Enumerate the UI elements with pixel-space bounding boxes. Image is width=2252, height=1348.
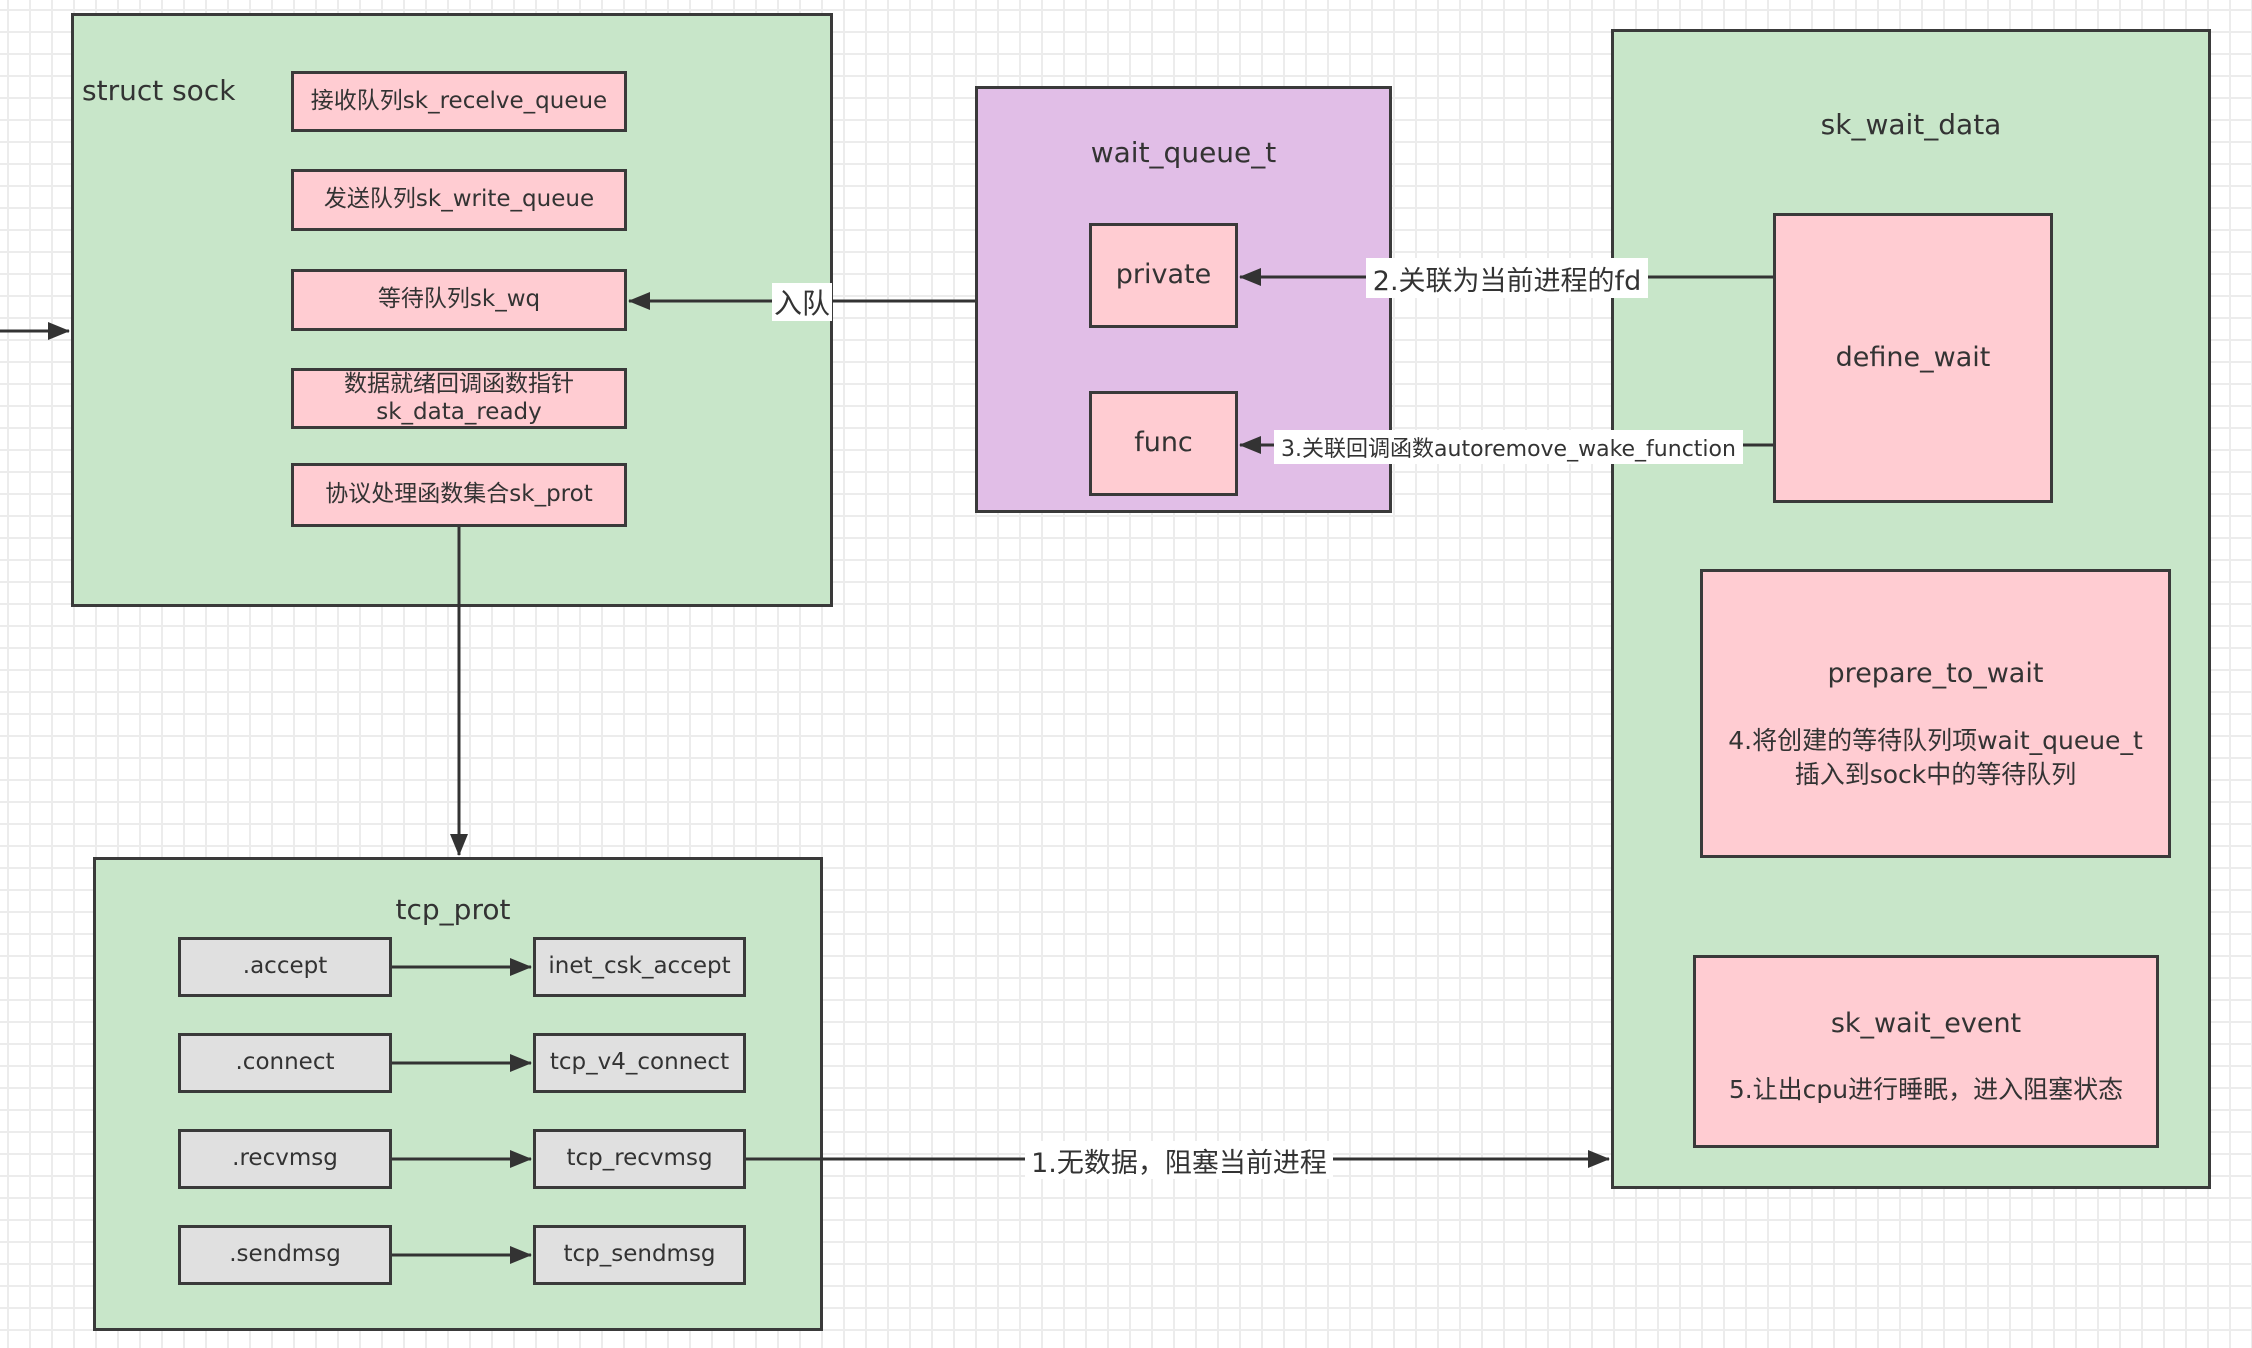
sk-wait-data-title: sk_wait_data xyxy=(1820,108,2002,141)
step2-label: 2.关联为当前进程的fd xyxy=(1366,258,1648,298)
impl-label: tcp_recvmsg xyxy=(566,1145,713,1172)
define-wait-node[interactable]: define_wait xyxy=(1773,213,2053,503)
prepare-to-wait-node[interactable]: prepare_to_wait 4.将创建的等待队列项wait_queue_t … xyxy=(1700,569,2171,858)
field-sk-wq[interactable]: 等待队列sk_wq xyxy=(291,269,627,331)
func-label: func xyxy=(1134,427,1193,459)
field-sk-write-queue[interactable]: 发送队列sk_write_queue xyxy=(291,169,627,231)
op-label: .recvmsg xyxy=(232,1145,338,1172)
field-label: 接收队列sk_recelve_queue xyxy=(310,87,608,114)
enqueue-label: 入队 xyxy=(772,283,832,321)
op-label: .accept xyxy=(242,953,328,980)
impl-tcp-recvmsg[interactable]: tcp_recvmsg xyxy=(533,1129,746,1189)
sk-wait-event-desc: 5.让出cpu进行睡眠，进入阻塞状态 xyxy=(1728,1074,2124,1104)
op-accept[interactable]: .accept xyxy=(178,937,392,997)
op-label: .connect xyxy=(235,1049,335,1076)
step1-label: 1.无数据，阻塞当前进程 xyxy=(1025,1141,1333,1179)
func-node[interactable]: func xyxy=(1089,391,1238,496)
field-label-line2: sk_data_ready xyxy=(376,398,542,425)
impl-label: tcp_v4_connect xyxy=(549,1049,730,1076)
wait-queue-t-title: wait_queue_t xyxy=(1090,136,1277,169)
define-wait-label: define_wait xyxy=(1835,341,1991,373)
step3-label: 3.关联回调函数autoremove_wake_function xyxy=(1274,430,1743,464)
op-connect[interactable]: .connect xyxy=(178,1033,392,1093)
op-label: .sendmsg xyxy=(229,1241,341,1268)
field-sk-receive-queue[interactable]: 接收队列sk_recelve_queue xyxy=(291,71,627,132)
impl-tcp-sendmsg[interactable]: tcp_sendmsg xyxy=(533,1225,746,1285)
prepare-to-wait-title: prepare_to_wait xyxy=(1827,657,2044,689)
field-label-line1: 数据就绪回调函数指针 xyxy=(344,370,574,397)
sk-wait-event-node[interactable]: sk_wait_event 5.让出cpu进行睡眠，进入阻塞状态 xyxy=(1693,955,2159,1148)
field-label: 发送队列sk_write_queue xyxy=(323,186,595,213)
tcp-prot-title: tcp_prot xyxy=(395,893,511,926)
struct-sock-title: struct sock xyxy=(82,74,236,107)
op-sendmsg[interactable]: .sendmsg xyxy=(178,1225,392,1285)
impl-label: inet_csk_accept xyxy=(548,953,731,980)
impl-inet-csk-accept[interactable]: inet_csk_accept xyxy=(533,937,746,997)
field-label: 协议处理函数集合sk_prot xyxy=(325,481,593,508)
private-label: private xyxy=(1115,259,1212,291)
impl-label: tcp_sendmsg xyxy=(563,1241,716,1268)
field-sk-prot[interactable]: 协议处理函数集合sk_prot xyxy=(291,463,627,527)
prepare-to-wait-desc-line2: 插入到sock中的等待队列 xyxy=(1794,759,2077,789)
private-node[interactable]: private xyxy=(1089,223,1238,328)
field-label: 等待队列sk_wq xyxy=(377,286,541,313)
op-recvmsg[interactable]: .recvmsg xyxy=(178,1129,392,1189)
impl-tcp-v4-connect[interactable]: tcp_v4_connect xyxy=(533,1033,746,1093)
sk-wait-event-title: sk_wait_event xyxy=(1830,1008,2022,1040)
prepare-to-wait-desc-line1: 4.将创建的等待队列项wait_queue_t xyxy=(1728,725,2143,755)
field-sk-data-ready[interactable]: 数据就绪回调函数指针 sk_data_ready xyxy=(291,368,627,429)
